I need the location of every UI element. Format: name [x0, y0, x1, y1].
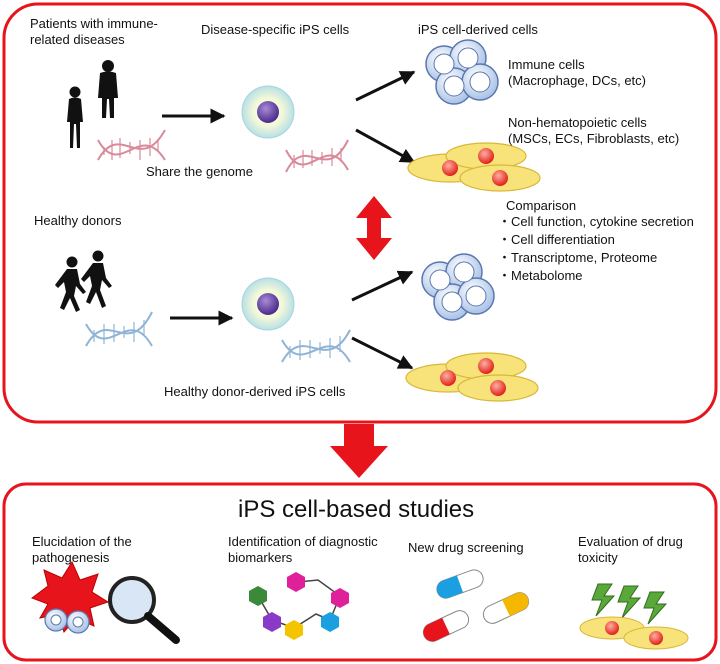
- study-label-biomarkers: Identification of diagnostic biomarkers: [228, 534, 378, 565]
- biomarkers-icon: [249, 572, 349, 640]
- patients-silhouette-icon: [67, 60, 118, 148]
- healthy-donors-label: Healthy donors: [34, 213, 122, 228]
- comparison-item: ・Transcriptome, Proteome: [498, 250, 658, 265]
- share-genome-label: Share the genome: [146, 164, 253, 179]
- immune-cells-sub: (Macrophage, DCs, etc): [508, 73, 646, 88]
- drug-capsules-icon: [422, 569, 530, 642]
- nonhem-cells-top-icon: [407, 142, 541, 192]
- disease-ips-label: Disease-specific iPS cells: [201, 22, 350, 37]
- flow-arrows: [162, 70, 416, 370]
- nonhem-sub: (MSCs, ECs, Fibroblasts, etc): [508, 131, 680, 146]
- comparison-item: ・Cell differentiation: [498, 232, 615, 247]
- healthy-donors-silhouette-icon: [55, 250, 112, 312]
- dna-disease-ips-icon: [285, 139, 349, 173]
- drug-toxicity-icon: [579, 583, 689, 650]
- bottom-title: iPS cell-based studies: [238, 496, 475, 523]
- patients-label: Patients with immune-related diseases: [30, 16, 158, 47]
- comparison-item: ・Metabolome: [498, 268, 583, 283]
- immune-cells-bottom-icon: [421, 253, 495, 321]
- immune-cells-label: Immune cells: [508, 57, 585, 72]
- immune-cells-top-icon: [425, 39, 499, 105]
- nonhem-label: Non-hematopoietic cells: [508, 115, 647, 130]
- healthy-ips-label: Healthy donor-derived iPS cells: [164, 384, 346, 399]
- comparison-double-arrow: [356, 196, 392, 260]
- nonhem-cells-bottom-icon: [405, 352, 539, 402]
- bottom-frame: [2, 482, 718, 662]
- comparison-item: ・Cell function, cytokine secretion: [498, 214, 694, 229]
- dna-healthy-icon: [85, 311, 153, 347]
- disease-ips-cell-icon: [241, 85, 295, 139]
- dna-healthy-ips-icon: [281, 329, 351, 363]
- study-label-drug-screening: New drug screening: [408, 540, 524, 555]
- study-label-pathogenesis: Elucidation of the pathogenesis: [32, 534, 132, 565]
- comparison-title: Comparison: [506, 198, 577, 213]
- ips-derived-label: iPS cell-derived cells: [418, 22, 538, 37]
- pathogenesis-icon: [30, 560, 180, 644]
- study-label-toxicity: Evaluation of drug toxicity: [578, 534, 683, 565]
- dna-patient-icon: [97, 129, 166, 161]
- healthy-ips-cell-icon: [241, 277, 295, 331]
- down-red-arrow: [330, 424, 388, 478]
